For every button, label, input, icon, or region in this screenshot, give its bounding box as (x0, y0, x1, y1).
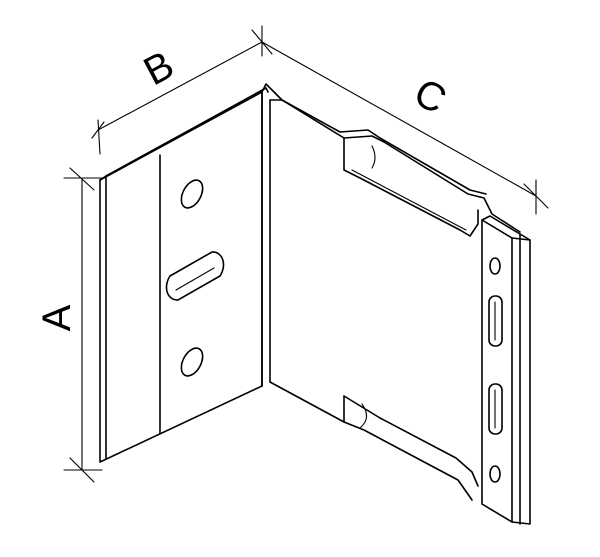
dimension-label-b: B (137, 43, 181, 94)
dimension-label-c: C (407, 70, 453, 122)
dimension-c: C (261, 41, 549, 215)
end-tab-top (511, 237, 531, 241)
dimension-a-tick-top (69, 167, 95, 191)
lower-channel-curve (359, 403, 368, 429)
dimension-b-tick-left (91, 121, 105, 139)
right-flange-top-profile (269, 99, 521, 233)
dimension-a-tick-bottom (69, 457, 95, 483)
mounting-hole-bottom (180, 347, 204, 377)
dimension-a: A (35, 167, 103, 483)
mounting-slot (165, 251, 225, 301)
dimension-label-a: A (35, 304, 79, 331)
upper-channel-inner-edge (351, 169, 467, 231)
tab-hole-bottom (489, 465, 501, 483)
upper-channel-recess (343, 137, 479, 237)
tab-hole-top (489, 257, 501, 275)
corner-bend (261, 83, 283, 387)
dimension-b-line (97, 41, 263, 131)
lower-channel-recess (343, 395, 479, 487)
mounting-slot-inner-edge (175, 267, 215, 291)
upper-channel-curve (371, 145, 376, 169)
dimension-b-ext-left (97, 119, 101, 155)
left-flange-top-edge (99, 87, 269, 181)
end-tab-edge (481, 215, 531, 525)
left-flange (99, 87, 269, 463)
lower-channel-edge (343, 421, 473, 501)
mounting-hole-top (180, 179, 204, 209)
corner-top (261, 83, 283, 101)
end-tab (481, 215, 531, 525)
dimension-c-line (261, 41, 537, 197)
right-flange-bottom-edge (269, 381, 345, 423)
right-flange-top-profile-inner (281, 99, 487, 195)
right-flange (269, 99, 521, 501)
